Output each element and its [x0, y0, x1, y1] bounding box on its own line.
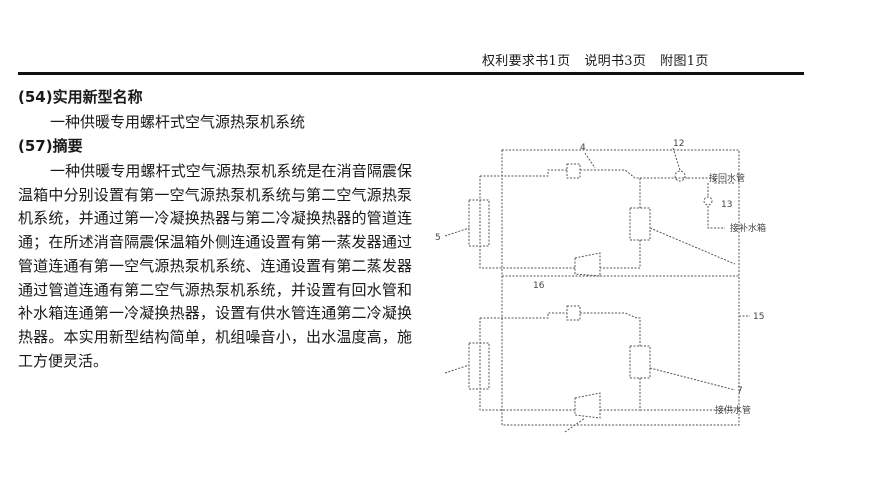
- section-57-title: (57)摘要: [18, 137, 83, 155]
- first-condenser: [629, 207, 651, 241]
- section-54-title: (54)实用新型名称: [18, 88, 143, 106]
- header-rule: [18, 72, 804, 75]
- description-pages: 说明书3页: [584, 54, 647, 69]
- second-condenser: [629, 345, 651, 379]
- claims-pages: 权利要求书1页: [482, 54, 571, 69]
- second-compressor: [566, 305, 581, 321]
- document-header-info: 权利要求书1页说明书3页附图1页: [482, 50, 723, 69]
- label-return-pipe: 接回水管: [709, 172, 745, 184]
- pump-12: [674, 170, 686, 182]
- upper-pipe-right: [600, 240, 641, 269]
- label-16: 16: [533, 281, 545, 291]
- abstract-text: 一种供暖专用螺杆式空气源热泵机系统是在消音隔震保温箱中分别设置有第一空气源热泵机…: [18, 162, 412, 370]
- drawings-pages: 附图1页: [660, 54, 709, 69]
- upper-valve: [574, 252, 601, 277]
- label-4: 4: [580, 143, 586, 153]
- first-compressor: [566, 163, 581, 179]
- system-schematic-figure: 接回水管 接补水箱 接供水管 12 13 15 16 4 5 7: [435, 139, 766, 433]
- utility-model-name: 一种供暖专用螺杆式空气源热泵机系统: [50, 113, 306, 131]
- label-15: 15: [753, 312, 764, 322]
- enclosure-box: [501, 149, 740, 426]
- label-7: 7: [737, 386, 743, 396]
- label-12: 12: [673, 139, 684, 149]
- lower-valve: [574, 392, 601, 419]
- valve-13: [703, 196, 713, 206]
- label-5: 5: [435, 233, 441, 243]
- second-evaporator: [468, 342, 490, 390]
- label-supply-pipe: 接供水管: [715, 404, 751, 416]
- first-evaporator: [468, 199, 490, 247]
- label-13: 13: [721, 200, 732, 210]
- label-makeup-tank: 接补水箱: [730, 222, 766, 234]
